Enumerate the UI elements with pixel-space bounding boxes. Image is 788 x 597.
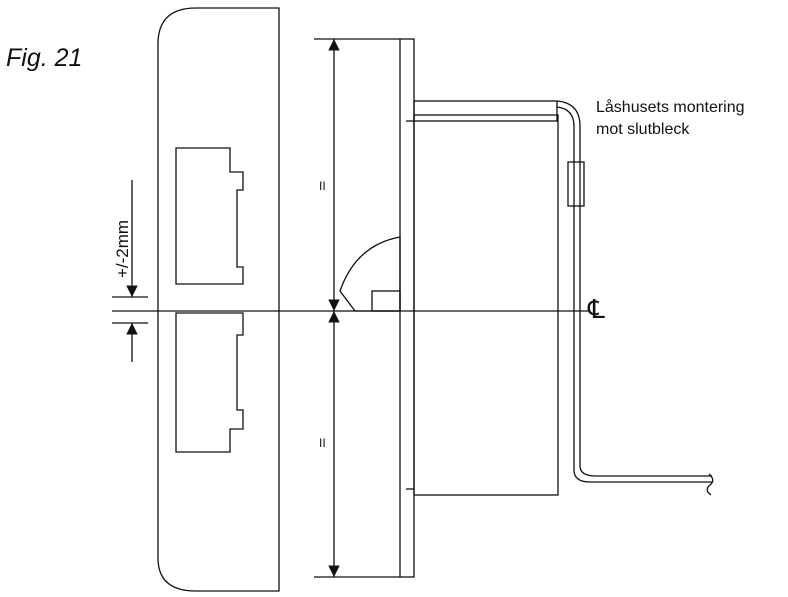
strike-recess-upper: [175, 147, 244, 285]
frame-profile: [157, 7, 280, 592]
strike-recess-lower: [175, 312, 244, 453]
cable-connector: [567, 161, 585, 207]
lock-top-plate: [413, 100, 558, 122]
lock-body: [413, 114, 559, 496]
centerline-symbol: ℄: [587, 295, 605, 325]
fig-label: Fig. 21: [6, 44, 83, 72]
cable: [556, 106, 712, 483]
annotation-text: Låshusets montering mot slutbleck: [596, 97, 745, 141]
equal-mark-lower: II: [319, 436, 326, 450]
tolerance-label: +/-2mm: [113, 220, 132, 278]
annotation-line-1: Låshusets montering: [596, 99, 745, 116]
door-plate: [399, 38, 415, 578]
equal-mark-upper: II: [319, 179, 326, 193]
latch-notch: [371, 290, 401, 312]
latch-bolt: [339, 236, 401, 312]
annotation-line-2: mot slutbleck: [596, 121, 690, 138]
